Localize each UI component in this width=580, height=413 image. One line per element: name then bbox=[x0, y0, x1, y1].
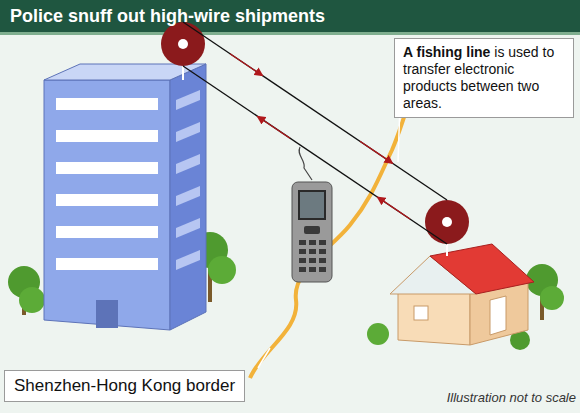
house bbox=[390, 244, 534, 345]
callout-heading: A fishing line bbox=[403, 44, 490, 60]
callout-box: A fishing lineis used to transfer electr… bbox=[394, 38, 574, 118]
mobile-phone bbox=[292, 147, 332, 282]
title: Police snuff out high-wire shipments bbox=[10, 6, 325, 27]
building bbox=[44, 64, 206, 330]
callout-text: Shenzhen-Hong Kong border bbox=[14, 376, 235, 395]
note: Illustration not to scale bbox=[447, 390, 576, 405]
label-box: Shenzhen-Hong Kong border bbox=[4, 370, 245, 402]
leader-line bbox=[258, 348, 270, 368]
